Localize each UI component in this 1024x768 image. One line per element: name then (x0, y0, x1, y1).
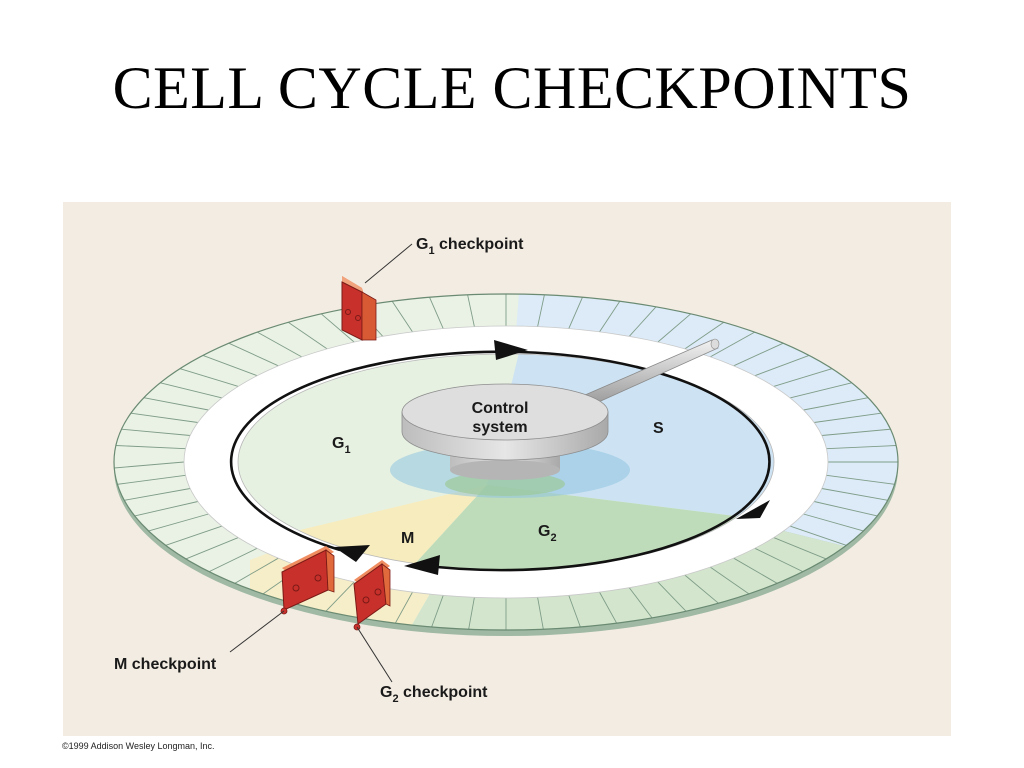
ring-segment-line (710, 566, 755, 599)
hub-label-line1: Control (472, 400, 529, 417)
ring-segment-line (733, 557, 784, 588)
ring-segment-line (130, 501, 199, 518)
ring-segment-line (568, 297, 583, 329)
g2-checkpoint-label: G2 checkpoint (380, 684, 488, 705)
ring-segment-line (320, 581, 355, 617)
phase-label-g2: G2 (538, 523, 557, 544)
g1-checkpoint-label: G1 checkpoint (416, 236, 524, 257)
ring-segment-line (826, 445, 897, 450)
ring-segment-line (228, 342, 279, 367)
g2-checkpoint-gate (353, 560, 391, 631)
ring-segment-line (257, 331, 302, 358)
hub-label-line2: system (472, 419, 527, 436)
arrowhead-bottom (404, 555, 440, 575)
ring-segment-line (121, 488, 191, 502)
ring-segment-line (121, 428, 191, 436)
ring-segment-line (684, 321, 725, 350)
ring-segment-line (821, 428, 891, 436)
ring-segment-line (143, 513, 209, 533)
ring-segment-line (821, 488, 891, 502)
arrowhead-top (494, 340, 528, 360)
ring-segment-line (710, 331, 755, 358)
copyright-credit: ©1999 Addison Wesley Longman, Inc. (62, 741, 215, 751)
ring-segment-line (813, 501, 882, 518)
ring-segment-line (826, 474, 897, 485)
ring-segment-line (391, 300, 413, 333)
slide-title: CELL CYCLE CHECKPOINTS (112, 55, 912, 121)
ring-segment-line (628, 587, 657, 624)
ring-segment-line (143, 397, 209, 411)
ring-segment-line (202, 354, 258, 377)
g2-checkpoint-leader (356, 626, 393, 683)
ring-segment-line (599, 300, 621, 333)
ring-segment-line (287, 321, 328, 350)
phase-label-m: M (401, 530, 414, 547)
ring-segment-line (754, 547, 810, 576)
ring-segment-line (429, 297, 444, 329)
ring-segment-line (115, 474, 186, 485)
ring-segment-line (657, 313, 692, 343)
ring-segment-line (130, 412, 198, 423)
ring-segment-line (789, 525, 852, 548)
phase-label-s: S (653, 420, 664, 437)
m-checkpoint-leader (229, 610, 285, 653)
g1-checkpoint-leader (364, 243, 413, 284)
ring-segment-line (160, 382, 223, 399)
ring-segment-line (657, 581, 692, 617)
ring-segment-line (202, 547, 258, 576)
ring-segment-line (179, 537, 239, 562)
ring-segment-line (228, 557, 279, 588)
arrowhead-right (736, 500, 770, 519)
ring-segment-line (684, 574, 725, 609)
m-checkpoint-label: M checkpoint (114, 656, 217, 673)
ring-segment-line (114, 461, 185, 469)
phase-label-g1: G1 (332, 435, 351, 456)
ring-segment-line (537, 294, 545, 327)
cycle-arrow-path (229, 340, 771, 575)
ring-segment-line (160, 525, 223, 548)
ring-segment-line (773, 537, 833, 562)
ring-segment-line (320, 313, 355, 343)
g1-checkpoint-gate (341, 276, 377, 341)
arrowhead-left (334, 545, 370, 562)
ring-segment-line (814, 412, 882, 423)
control-system-hub: Control system (401, 383, 609, 480)
ring-segment-line (733, 342, 784, 367)
cell-cycle-diagram: Control system G1 S G2 M (63, 202, 951, 736)
ring-segment-line (467, 294, 475, 327)
ring-segment-line (789, 382, 852, 399)
m-checkpoint-gate (280, 546, 335, 615)
ring-segment-line (803, 513, 869, 533)
ring-segment-line (179, 368, 239, 387)
ring-segment-line (773, 368, 833, 387)
ring-segment-lines (114, 294, 898, 630)
ring-segment-line (628, 306, 657, 337)
ring-segment-line (754, 354, 810, 377)
ring-segment-line (803, 397, 869, 411)
ring-segment-line (115, 445, 186, 450)
